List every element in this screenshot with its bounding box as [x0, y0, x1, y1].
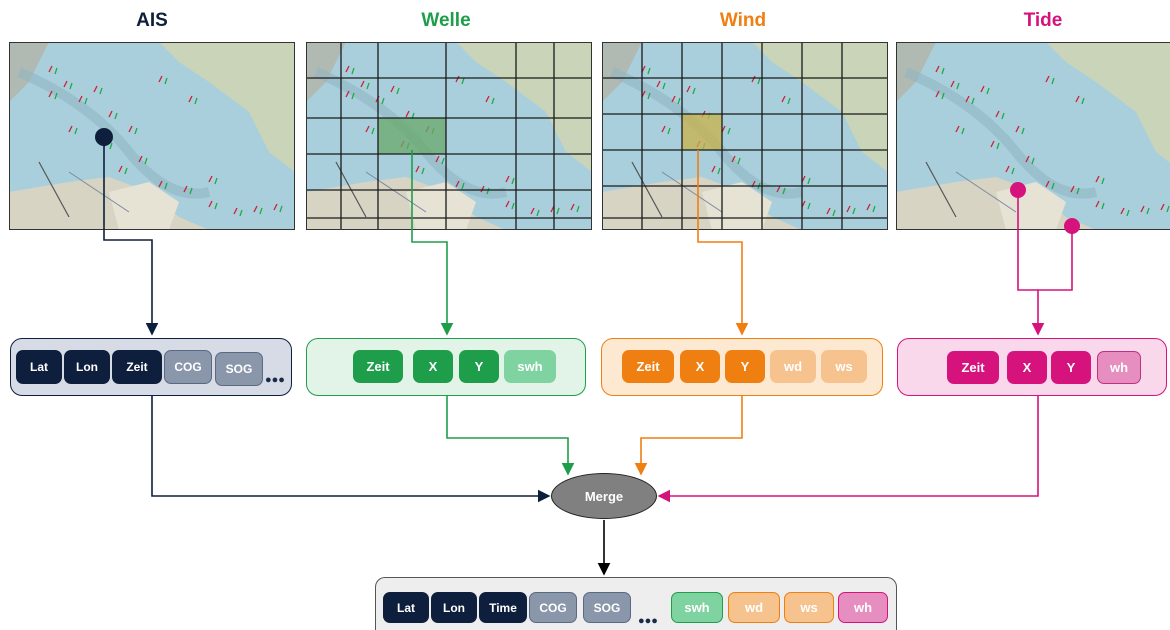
- title-wind: Wind: [719, 10, 767, 31]
- ais-field: COG: [164, 350, 212, 384]
- ais-field: SOG: [215, 352, 263, 386]
- wind-field: Y: [725, 350, 765, 383]
- welle-map-arrow: [411, 150, 454, 336]
- title-ais: AIS: [136, 10, 168, 31]
- welle-field: Zeit: [353, 350, 403, 383]
- tide-point-marker-1: [1010, 182, 1026, 198]
- result-field: wh: [838, 592, 888, 623]
- result-field: wd: [728, 592, 780, 623]
- wind-map-arrow: [697, 150, 749, 336]
- ais-more-dots: ●●●: [265, 374, 285, 386]
- result-field: COG: [529, 592, 577, 623]
- welle-field: swh: [504, 350, 556, 383]
- wind-field: X: [680, 350, 720, 383]
- tide-point-marker-2: [1064, 218, 1080, 234]
- map-welle: [306, 42, 592, 230]
- wind-field: wd: [770, 350, 816, 383]
- tide-field: Y: [1051, 351, 1091, 384]
- tide-field: X: [1007, 351, 1047, 384]
- tide-fields-box: Zeit X Y wh: [897, 338, 1167, 396]
- tide-field: Zeit: [947, 351, 999, 384]
- map-tide: [896, 42, 1170, 230]
- welle-merge-arrow: [446, 396, 575, 476]
- tide-field: wh: [1097, 351, 1141, 384]
- merge-node: Merge: [551, 473, 657, 519]
- tide-merge-arrow: [657, 396, 1039, 503]
- tide-map-arrow-a: [1017, 190, 1038, 291]
- title-welle: Welle: [421, 10, 471, 31]
- result-field: SOG: [583, 592, 631, 623]
- ais-field: Zeit: [112, 350, 162, 384]
- map-wind: [602, 42, 888, 230]
- ais-fields-box: Lat Lon Zeit COG SOG ●●●: [10, 338, 292, 396]
- tide-map-arrow-b: [1031, 226, 1073, 336]
- ais-point-marker: [95, 128, 113, 146]
- result-more-dots: ●●●: [638, 615, 658, 627]
- result-field: swh: [671, 592, 723, 623]
- wind-field: ws: [821, 350, 867, 383]
- map-ais: [9, 42, 295, 230]
- result-field: Lat: [383, 592, 429, 623]
- wind-merge-arrow: [634, 396, 743, 476]
- wind-fields-box: Zeit X Y wd ws: [601, 338, 883, 396]
- ais-map-arrow: [103, 137, 159, 336]
- ais-field: Lat: [16, 350, 62, 384]
- result-fields-box: Lat Lon Time COG SOG ●●● swh wd ws wh: [375, 577, 897, 630]
- wind-field: Zeit: [622, 350, 674, 383]
- result-field: Time: [479, 592, 527, 623]
- welle-field: Y: [459, 350, 499, 383]
- welle-field: X: [413, 350, 453, 383]
- result-field: ws: [784, 592, 834, 623]
- ais-field: Lon: [64, 350, 110, 384]
- welle-fields-box: Zeit X Y swh: [306, 338, 586, 396]
- title-tide: Tide: [1023, 10, 1063, 31]
- result-field: Lon: [431, 592, 477, 623]
- ais-merge-arrow: [151, 396, 551, 503]
